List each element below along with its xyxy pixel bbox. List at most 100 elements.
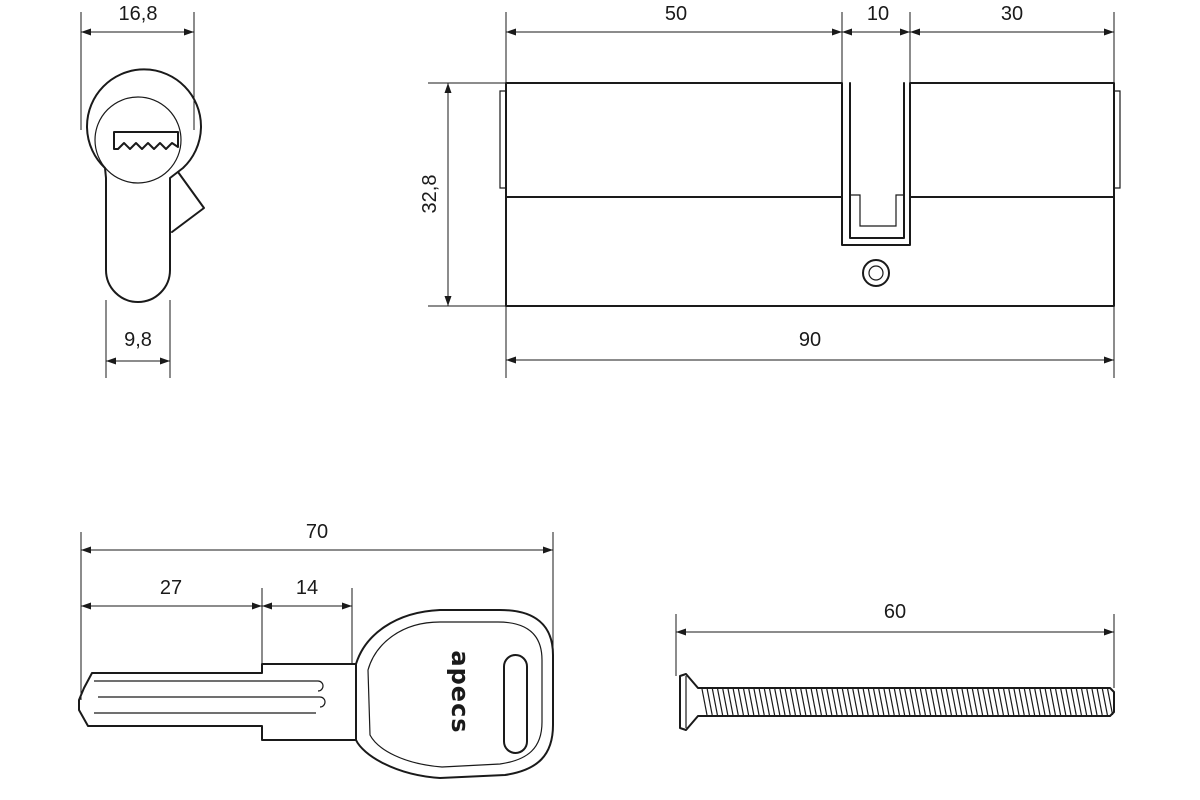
- thread-line: [826, 688, 833, 716]
- thread-line: [769, 688, 776, 716]
- thread-line: [956, 688, 963, 716]
- thread-line: [982, 688, 989, 716]
- thread-line: [805, 688, 812, 716]
- key-drawing: apecs: [78, 609, 554, 779]
- thread-line: [784, 688, 791, 716]
- thread-line: [1044, 688, 1051, 716]
- thread-line: [815, 688, 822, 716]
- dim-front-bottom-label: 9,8: [124, 329, 152, 351]
- thread-line: [779, 688, 786, 716]
- thread-line: [1013, 688, 1020, 716]
- thread-line: [1023, 688, 1030, 716]
- thread-line: [774, 688, 781, 716]
- screw-threads: [701, 688, 1114, 716]
- thread-line: [1049, 688, 1056, 716]
- thread-line: [1070, 688, 1077, 716]
- thread-line: [1096, 688, 1103, 716]
- dimension-body-top: 50 10 30: [505, 3, 1115, 83]
- thread-line: [997, 688, 1004, 716]
- thread-line: [795, 688, 802, 716]
- dim-body-total-label: 90: [799, 329, 821, 351]
- thread-line: [763, 688, 770, 716]
- thread-line: [706, 688, 713, 716]
- thread-line: [977, 688, 984, 716]
- dim-body-cam-label: 10: [867, 3, 889, 25]
- thread-line: [1039, 688, 1046, 716]
- thread-line: [951, 688, 958, 716]
- dim-body-left-label: 50: [665, 3, 687, 25]
- dimension-front-width: 16,8: [80, 3, 195, 130]
- thread-line: [701, 688, 708, 716]
- cylinder-front-view: [86, 68, 205, 303]
- thread-line: [899, 688, 906, 716]
- thread-line: [971, 688, 978, 716]
- dim-key-shoulder-label: 14: [296, 577, 318, 599]
- screw-drawing: [679, 673, 1115, 731]
- thread-line: [1055, 688, 1062, 716]
- thread-line: [1003, 688, 1010, 716]
- thread-line: [961, 688, 968, 716]
- thread-line: [1075, 688, 1082, 716]
- thread-line: [945, 688, 952, 716]
- thread-line: [852, 688, 859, 716]
- thread-line: [753, 688, 760, 716]
- thread-line: [722, 688, 729, 716]
- thread-line: [1029, 688, 1036, 716]
- thread-line: [862, 688, 869, 716]
- thread-line: [1065, 688, 1072, 716]
- thread-line: [1034, 688, 1041, 716]
- thread-line: [836, 688, 843, 716]
- thread-line: [758, 688, 765, 716]
- thread-line: [717, 688, 724, 716]
- dim-key-total-label: 70: [306, 521, 328, 543]
- thread-line: [1086, 688, 1093, 716]
- dim-body-height-label: 32,8: [419, 175, 441, 214]
- thread-line: [925, 688, 932, 716]
- thread-line: [966, 688, 973, 716]
- thread-line: [873, 688, 880, 716]
- thread-line: [748, 688, 755, 716]
- dim-front-width-label: 16,8: [119, 3, 158, 25]
- thread-line: [789, 688, 796, 716]
- cylinder-side-view: [499, 82, 1121, 307]
- thread-line: [930, 688, 937, 716]
- thread-line: [847, 688, 854, 716]
- thread-line: [732, 688, 739, 716]
- dimension-key: 70 27 14: [80, 521, 554, 700]
- thread-line: [914, 688, 921, 716]
- thread-line: [1018, 688, 1025, 716]
- thread-line: [867, 688, 874, 716]
- dimension-body-total: 90: [505, 306, 1115, 378]
- thread-line: [878, 688, 885, 716]
- dimension-screw: 60: [675, 601, 1115, 688]
- thread-line: [841, 688, 848, 716]
- thread-line: [888, 688, 895, 716]
- thread-line: [831, 688, 838, 716]
- thread-line: [1091, 688, 1098, 716]
- thread-line: [737, 688, 744, 716]
- dim-screw-length-label: 60: [884, 601, 906, 623]
- thread-line: [857, 688, 864, 716]
- thread-line: [810, 688, 817, 716]
- thread-line: [1107, 688, 1114, 716]
- dim-key-blade-label: 27: [160, 577, 182, 599]
- thread-line: [909, 688, 916, 716]
- thread-line: [883, 688, 890, 716]
- thread-line: [1008, 688, 1015, 716]
- dimension-body-height: 32,8: [419, 82, 506, 307]
- thread-line: [919, 688, 926, 716]
- thread-line: [743, 688, 750, 716]
- thread-line: [1101, 688, 1108, 716]
- thread-line: [935, 688, 942, 716]
- thread-line: [821, 688, 828, 716]
- dim-body-right-label: 30: [1001, 3, 1023, 25]
- thread-line: [904, 688, 911, 716]
- thread-line: [1060, 688, 1067, 716]
- thread-line: [711, 688, 718, 716]
- thread-line: [727, 688, 734, 716]
- dimension-front-bottom: 9,8: [105, 300, 171, 378]
- thread-line: [992, 688, 999, 716]
- key-brand-label: apecs: [446, 650, 474, 733]
- thread-line: [893, 688, 900, 716]
